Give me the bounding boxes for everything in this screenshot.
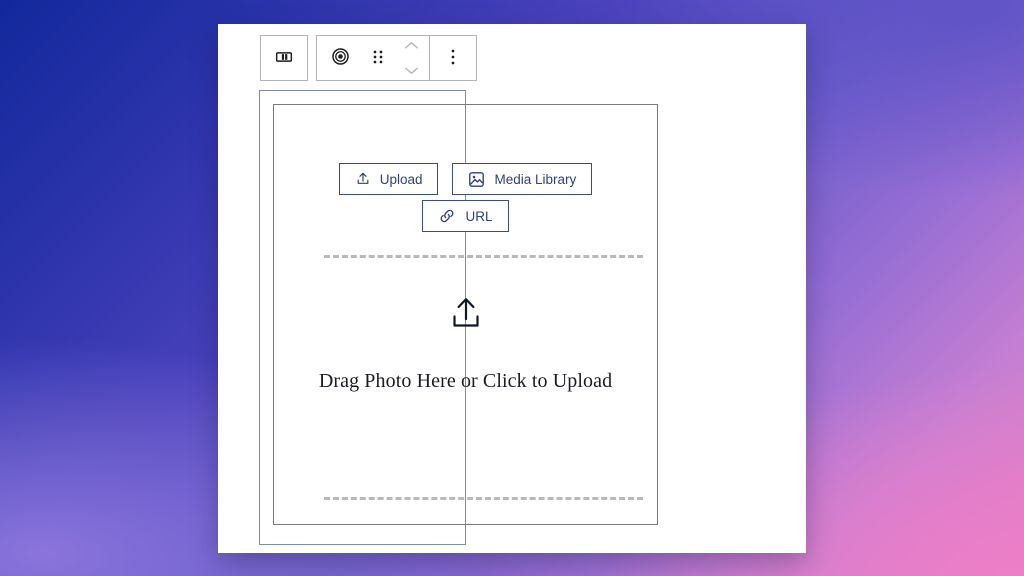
media-placeholder-block: Upload Media Library — [273, 104, 658, 525]
drop-zone-label: Drag Photo Here or Click to Upload — [318, 370, 613, 392]
link-icon — [438, 207, 456, 225]
block-type-image-button[interactable] — [317, 36, 363, 80]
upload-button-label: Upload — [379, 171, 423, 187]
media-library-button-label: Media Library — [494, 171, 577, 187]
upload-button[interactable]: Upload — [338, 163, 439, 195]
url-button[interactable]: URL — [422, 200, 509, 232]
upload-icon — [449, 295, 483, 336]
drop-zone[interactable]: Drag Photo Here or Click to Upload — [274, 295, 657, 393]
drag-dots-icon — [371, 48, 385, 69]
kebab-menu-icon — [450, 47, 456, 70]
toolbar-group-block-tools — [316, 35, 477, 81]
chevron-down-icon[interactable] — [404, 62, 419, 80]
media-library-button[interactable]: Media Library — [452, 163, 593, 195]
media-source-button-row-primary: Upload Media Library — [274, 163, 657, 195]
block-inserter-toggle-button[interactable] — [261, 36, 307, 80]
image-icon — [468, 171, 485, 188]
dashed-divider-bottom — [324, 497, 643, 500]
chevron-up-icon[interactable] — [404, 37, 419, 55]
editor-card: Upload Media Library — [218, 24, 806, 553]
toolbar-group-document-tools — [260, 35, 308, 81]
drag-handle-button[interactable] — [363, 36, 393, 80]
move-block-control[interactable] — [393, 36, 429, 80]
media-source-button-row-secondary: URL — [274, 200, 657, 232]
toolbar-divider — [429, 36, 430, 80]
dashed-divider-top — [324, 255, 643, 258]
sidebar-layout-icon — [273, 46, 295, 71]
block-toolbar — [260, 35, 477, 81]
image-block-icon — [330, 46, 351, 70]
more-options-button[interactable] — [430, 36, 476, 80]
upload-icon — [355, 171, 371, 187]
url-button-label: URL — [465, 208, 493, 224]
